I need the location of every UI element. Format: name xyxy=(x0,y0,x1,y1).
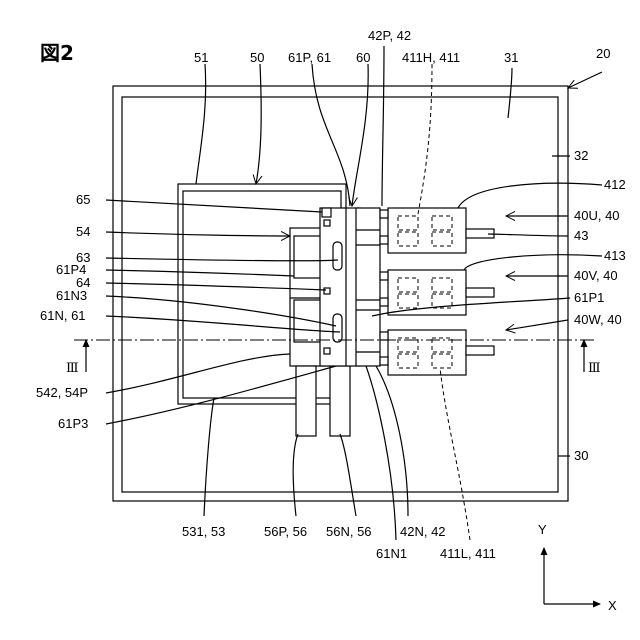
label-section-left: Ⅲ xyxy=(66,361,79,376)
label-42p-42: 42P, 42 xyxy=(368,28,411,43)
label-531-53: 531, 53 xyxy=(182,524,225,539)
label-411l: 411L, 411 xyxy=(440,546,496,561)
label-61n1: 61N1 xyxy=(376,546,407,561)
label-61p-61: 61P, 61 xyxy=(288,50,331,65)
label-31: 31 xyxy=(504,50,518,65)
label-section-right: Ⅲ xyxy=(588,361,601,376)
lead-43-w xyxy=(466,346,494,355)
label-32: 32 xyxy=(574,148,588,163)
label-40u: 40U, 40 xyxy=(574,208,620,223)
component-60 xyxy=(320,208,360,366)
axis-x-label: X xyxy=(608,598,617,613)
label-20: 20 xyxy=(596,46,610,61)
label-50: 50 xyxy=(250,50,264,65)
label-412: 412 xyxy=(604,177,626,192)
label-542-54p: 542, 54P xyxy=(36,385,88,400)
label-56n-56: 56N, 56 xyxy=(326,524,372,539)
label-61n-61: 61N, 61 xyxy=(40,308,86,323)
label-61p3: 61P3 xyxy=(58,416,88,431)
label-40v: 40V, 40 xyxy=(574,268,618,283)
label-65: 65 xyxy=(76,192,90,207)
label-56p-56: 56P, 56 xyxy=(264,524,307,539)
label-54: 54 xyxy=(76,224,90,239)
column-42 xyxy=(356,208,380,366)
label-42n-42: 42N, 42 xyxy=(400,524,446,539)
label-411h: 411H, 411 xyxy=(402,50,460,65)
axis-y-label: Y xyxy=(538,522,547,537)
label-413: 413 xyxy=(604,248,626,263)
figure-title: 図2 xyxy=(40,41,74,65)
label-30: 30 xyxy=(574,448,588,463)
label-60: 60 xyxy=(356,50,370,65)
terminal-56n xyxy=(330,366,350,436)
lead-43-v xyxy=(466,288,494,297)
label-40w: 40W, 40 xyxy=(574,312,622,327)
label-61p1: 61P1 xyxy=(574,290,604,305)
label-61n3: 61N3 xyxy=(56,288,87,303)
label-43: 43 xyxy=(574,228,588,243)
label-51: 51 xyxy=(194,50,208,65)
